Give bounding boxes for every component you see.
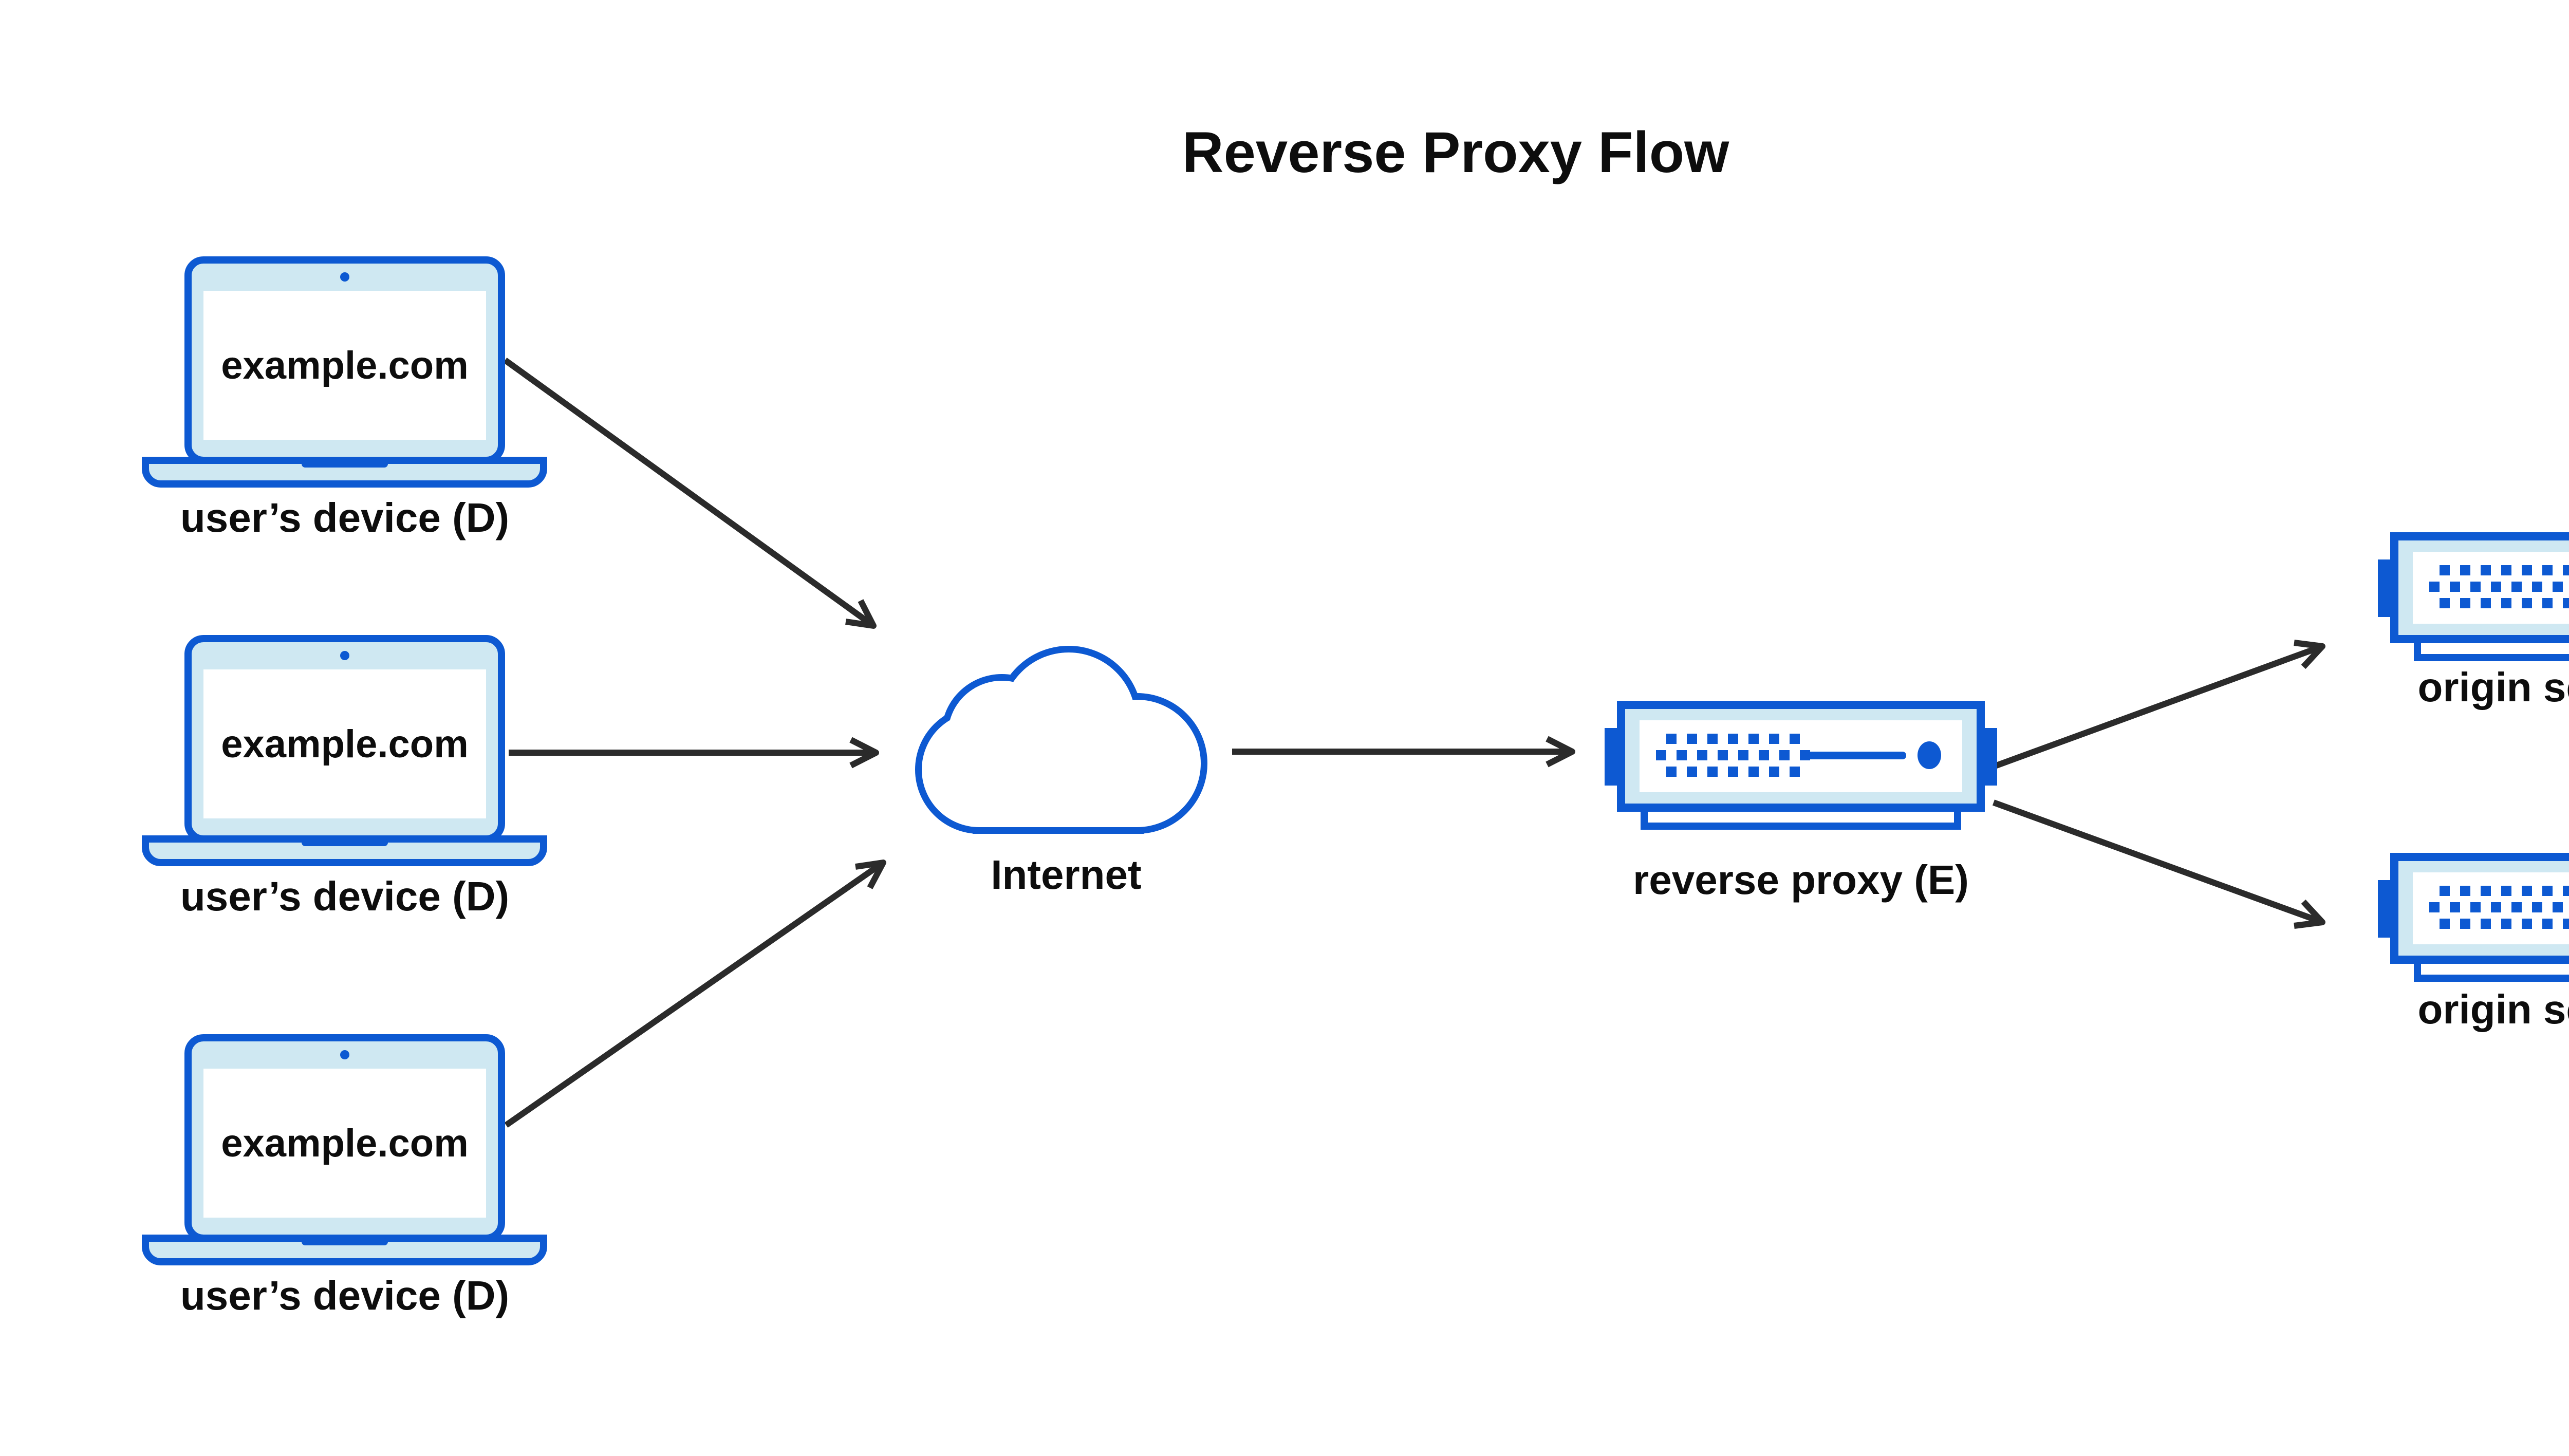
device-screen-url: example.com bbox=[221, 344, 469, 387]
page-title: Reverse Proxy Flow bbox=[1182, 120, 1729, 184]
camera-dot-icon bbox=[340, 272, 349, 282]
arrow-device3-to-internet bbox=[504, 860, 886, 1128]
server-icon bbox=[2378, 853, 2569, 982]
laptop-screen bbox=[203, 669, 486, 818]
device-screen-url: example.com bbox=[221, 722, 469, 766]
user-device-3: example.com user’s device (D) bbox=[142, 1034, 547, 1318]
arrow-internet-to-proxy bbox=[1232, 736, 1575, 768]
camera-dot-icon bbox=[340, 651, 349, 660]
device-caption: user’s device (D) bbox=[180, 1273, 509, 1318]
vent-dots-icon bbox=[2429, 565, 2569, 608]
laptop-icon bbox=[142, 1034, 547, 1265]
laptop-screen bbox=[203, 1069, 486, 1218]
internet-node: Internet bbox=[915, 646, 1207, 898]
server-icon bbox=[2378, 532, 2569, 661]
origin-server-1: origin server (F) bbox=[2378, 532, 2569, 710]
arrow-proxy-to-origin2 bbox=[1992, 799, 2325, 929]
arrow-proxy-to-origin1 bbox=[1992, 640, 2325, 770]
reverse-proxy-node: reverse proxy (E) bbox=[1605, 701, 1997, 903]
laptop-base bbox=[142, 1235, 547, 1265]
vent-dots-icon bbox=[1656, 734, 1810, 777]
device-caption: user’s device (D) bbox=[180, 495, 509, 540]
cloud-icon bbox=[915, 646, 1207, 834]
server-slot-line bbox=[1801, 752, 1906, 759]
keyboard-notch bbox=[302, 460, 388, 468]
internet-caption: Internet bbox=[991, 852, 1141, 898]
device-caption: user’s device (D) bbox=[180, 873, 509, 919]
laptop-base bbox=[142, 457, 547, 488]
origin-caption: origin server (F) bbox=[2417, 986, 2569, 1032]
user-device-1: example.com user’s device (D) bbox=[142, 256, 547, 540]
laptop-icon bbox=[142, 256, 547, 488]
user-device-2: example.com user’s device (D) bbox=[142, 635, 547, 919]
origin-caption: origin server (F) bbox=[2417, 664, 2569, 710]
vent-dots-icon bbox=[2429, 886, 2569, 929]
keyboard-notch bbox=[302, 839, 388, 846]
proxy-caption: reverse proxy (E) bbox=[1633, 857, 1969, 903]
device-screen-url: example.com bbox=[221, 1122, 469, 1165]
arrow-device1-to-internet bbox=[503, 358, 877, 629]
power-dot-icon bbox=[1918, 741, 1941, 769]
laptop-screen bbox=[203, 291, 486, 440]
keyboard-notch bbox=[302, 1238, 388, 1245]
laptop-icon bbox=[142, 635, 547, 866]
laptop-base bbox=[142, 835, 547, 866]
camera-dot-icon bbox=[340, 1050, 349, 1059]
flow-arrows bbox=[503, 358, 2325, 1128]
arrow-device2-to-internet bbox=[509, 737, 879, 769]
server-icon bbox=[1605, 701, 1997, 830]
origin-server-2: origin server (F) bbox=[2378, 853, 2569, 1032]
